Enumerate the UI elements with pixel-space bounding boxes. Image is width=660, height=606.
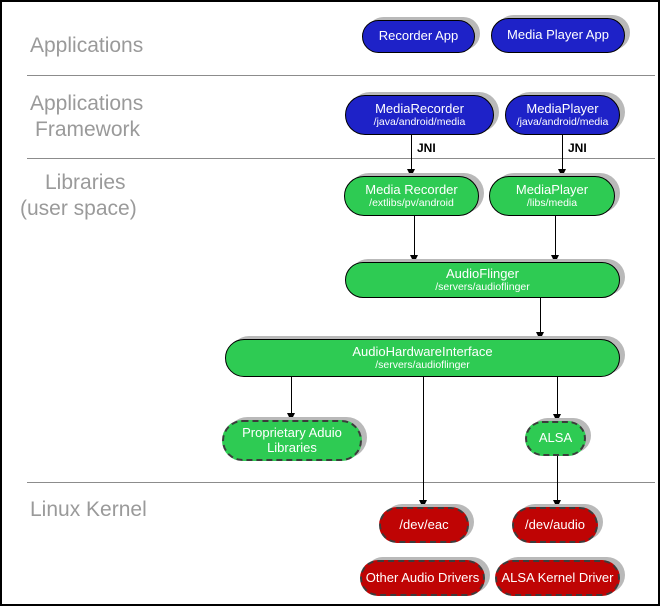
node-path: /java/android/media xyxy=(373,116,466,129)
jni-edge-label: JNI xyxy=(417,141,436,155)
arrow-alsa-to-dev-audio xyxy=(553,456,561,508)
arrow-mediarecorder-to-audioflinger xyxy=(410,215,418,263)
node-path: /java/android/media xyxy=(516,116,609,129)
separator-applications-framework xyxy=(27,75,655,76)
node-path: /servers/audioflinger xyxy=(435,281,530,294)
layer-label-libraries-line1: Libraries xyxy=(45,171,126,194)
node-path: /libs/media xyxy=(526,197,578,210)
node-mediarecorder-framework: MediaRecorder /java/android/media xyxy=(345,95,494,135)
node-label: Other Audio Drivers xyxy=(365,569,480,585)
node-label: ALSA Kernel Driver xyxy=(501,569,614,585)
node-label: MediaRecorder xyxy=(375,100,464,116)
node-path: /servers/audioflinger xyxy=(375,359,470,372)
separator-libraries-kernel xyxy=(27,482,655,483)
layer-label-libraries-line2: (user space) xyxy=(20,197,137,220)
node-label-line2: Libraries xyxy=(267,439,317,455)
layer-label-framework-line1: Applications xyxy=(30,92,144,115)
node-label: ALSA xyxy=(538,430,573,446)
node-label: Media Recorder xyxy=(365,181,458,197)
node-dev-audio: /dev/audio xyxy=(512,507,598,543)
arrow-mediarecorder-jni xyxy=(407,134,415,177)
node-dev-eac: /dev/eac xyxy=(379,507,469,543)
node-media-recorder-lib: Media Recorder /extlibs/pv/android xyxy=(344,176,479,216)
node-proprietary-audio-libraries: Proprietary Aduio Libraries xyxy=(222,420,362,461)
node-other-audio-drivers: Other Audio Drivers xyxy=(360,560,485,596)
node-mediaplayer-lib: MediaPlayer /libs/media xyxy=(489,176,615,216)
separator-framework-libraries xyxy=(27,158,655,159)
node-recorder-app: Recorder App xyxy=(362,20,475,53)
jni-edge-label: JNI xyxy=(568,141,587,155)
arrow-mediaplayer-to-audioflinger xyxy=(551,215,559,263)
node-label: Media Player App xyxy=(507,27,609,43)
node-path: /extlibs/pv/android xyxy=(369,197,454,210)
node-audio-hardware-interface: AudioHardwareInterface /servers/audiofli… xyxy=(225,339,620,377)
node-audioflinger: AudioFlinger /servers/audioflinger xyxy=(345,262,620,298)
arrow-mediaplayer-jni xyxy=(558,134,566,177)
node-label: AudioHardwareInterface xyxy=(352,343,493,359)
arrow-ahi-to-alsa xyxy=(553,377,561,422)
layer-label-framework-line2: Framework xyxy=(35,118,141,141)
node-label: MediaPlayer xyxy=(526,100,599,116)
node-label: /dev/eac xyxy=(399,516,449,532)
layer-label-linux-kernel: Linux Kernel xyxy=(30,498,147,521)
arrow-ahi-to-dev-eac xyxy=(419,377,427,508)
arrow-ahi-to-proprietary xyxy=(287,377,295,421)
node-media-player-app: Media Player App xyxy=(491,18,625,53)
node-label-line1: Proprietary Aduio xyxy=(242,424,342,440)
node-label: MediaPlayer xyxy=(515,181,589,197)
arrow-audioflinger-to-ahi xyxy=(536,298,544,340)
node-label: Recorder App xyxy=(378,28,459,44)
node-mediaplayer-framework: MediaPlayer /java/android/media xyxy=(505,95,620,135)
node-label: AudioFlinger xyxy=(446,265,519,281)
node-alsa-kernel-driver: ALSA Kernel Driver xyxy=(495,560,620,596)
node-label: /dev/audio xyxy=(525,516,585,532)
node-alsa: ALSA xyxy=(525,421,586,456)
layer-label-applications: Applications xyxy=(30,34,144,57)
